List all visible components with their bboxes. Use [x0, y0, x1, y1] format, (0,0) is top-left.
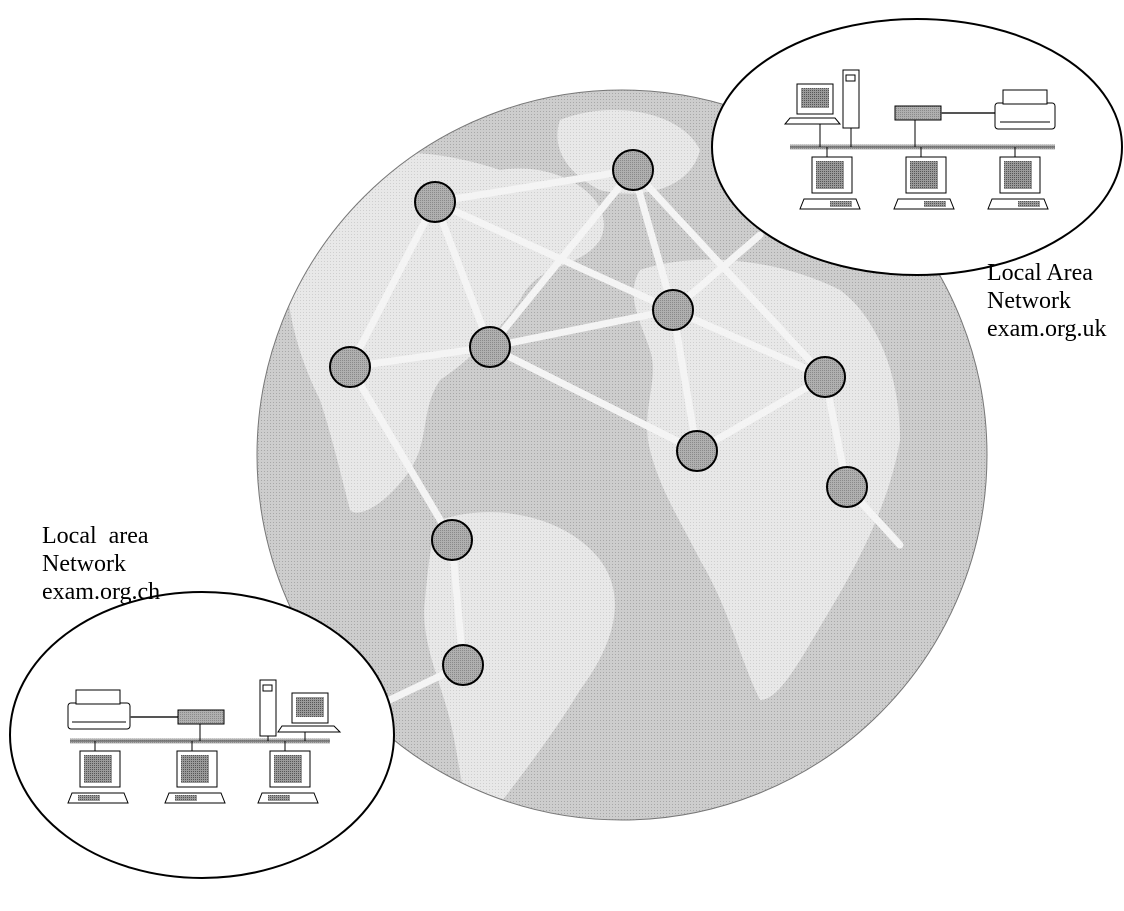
node — [469, 326, 511, 368]
node — [442, 644, 484, 686]
link — [431, 198, 494, 351]
workstation-icon — [259, 679, 342, 741]
hub-icon — [177, 709, 225, 741]
lan-label-uk: Local Area Network exam.org.uk — [987, 259, 1107, 343]
lan-label-ch: Local area Network exam.org.ch — [42, 522, 160, 606]
link — [629, 166, 829, 381]
workstation-icon — [783, 69, 860, 147]
lan-bubble-ch — [9, 591, 395, 879]
node — [431, 519, 473, 561]
pc-icon — [893, 147, 955, 210]
link — [346, 343, 494, 371]
lan-label-uk-line2: Network — [987, 288, 1071, 314]
node — [676, 430, 718, 472]
lan-bubble-uk — [711, 18, 1123, 276]
lan-label-ch-line3: exam.org.ch — [42, 579, 161, 605]
node — [652, 289, 694, 331]
south-america-landmass — [424, 512, 615, 820]
link — [486, 306, 677, 351]
pc-icon — [164, 741, 226, 804]
link — [346, 198, 439, 371]
lan-label-ch-line1: Local area — [42, 523, 149, 549]
link — [431, 198, 677, 314]
lan-label-uk-line1: Local Area — [987, 260, 1093, 286]
network-nodes — [329, 149, 868, 686]
pc-icon — [257, 741, 319, 804]
link — [486, 343, 701, 455]
pc-icon — [987, 147, 1049, 210]
node — [826, 466, 868, 508]
printer-icon — [994, 89, 1056, 130]
pc-icon — [799, 147, 861, 210]
link — [486, 166, 637, 351]
link — [693, 373, 829, 455]
link — [431, 166, 637, 206]
node — [329, 346, 371, 388]
link — [669, 306, 829, 381]
node — [414, 181, 456, 223]
pc-icon — [67, 741, 129, 804]
lan-label-ch-line2: Network — [42, 551, 126, 577]
node — [612, 149, 654, 191]
link — [346, 363, 456, 544]
link — [629, 166, 677, 314]
printer-icon — [67, 689, 178, 730]
node — [804, 356, 846, 398]
link — [669, 306, 701, 455]
lan-label-uk-line3: exam.org.uk — [987, 316, 1107, 342]
hub-icon — [894, 105, 995, 147]
